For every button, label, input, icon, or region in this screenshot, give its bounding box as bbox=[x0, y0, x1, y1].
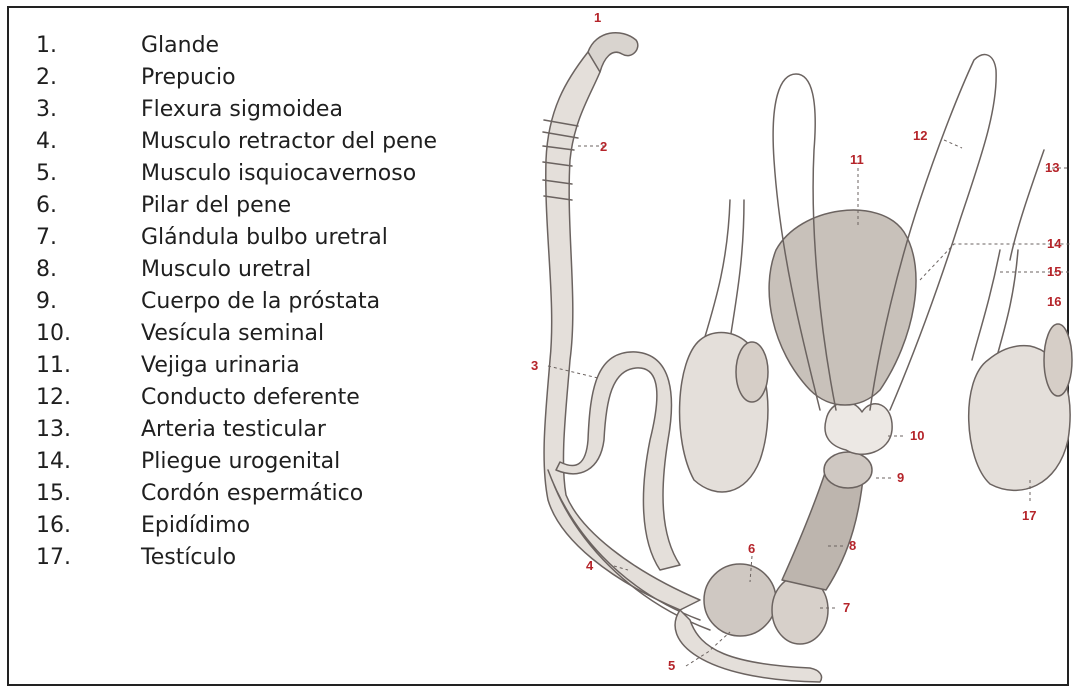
legend-item: 7. Glándula bulbo uretral bbox=[36, 222, 506, 254]
callout-2: 2 bbox=[600, 139, 607, 154]
callout-14: 14 bbox=[1047, 236, 1062, 251]
legend-number: 11. bbox=[36, 350, 71, 382]
legend-number: 10. bbox=[36, 318, 71, 350]
callout-9: 9 bbox=[897, 470, 904, 485]
legend-number: 12. bbox=[36, 382, 71, 414]
legend-number: 7. bbox=[36, 222, 57, 254]
callout-16: 16 bbox=[1047, 294, 1061, 309]
prostate-body-shape bbox=[824, 452, 872, 488]
callout-11: 11 bbox=[850, 152, 864, 167]
callout-6: 6 bbox=[748, 541, 755, 556]
legend-item: 1. Glande bbox=[36, 30, 506, 62]
leader-line-12 bbox=[944, 140, 962, 148]
legend-item: 16. Epidídimo bbox=[36, 510, 506, 542]
legend-number: 15. bbox=[36, 478, 71, 510]
legend-label: Flexura sigmoidea bbox=[141, 94, 343, 126]
callout-4: 4 bbox=[586, 558, 594, 573]
legend-number: 9. bbox=[36, 286, 57, 318]
urinary-bladder-shape bbox=[769, 210, 916, 405]
legend-item: 3. Flexura sigmoidea bbox=[36, 94, 506, 126]
legend-label: Pilar del pene bbox=[141, 190, 291, 222]
legend-number: 13. bbox=[36, 414, 71, 446]
legend-label: Musculo retractor del pene bbox=[141, 126, 437, 158]
legend-item: 4. Musculo retractor del pene bbox=[36, 126, 506, 158]
callout-5: 5 bbox=[668, 658, 675, 673]
anatomy-illustration: 1 2 3 4 5 6 7 8 9 10 11 12 13 14 15 16 1… bbox=[520, 6, 1079, 692]
callout-3: 3 bbox=[531, 358, 538, 373]
callout-1: 1 bbox=[594, 10, 601, 25]
legend-item: 11. Vejiga urinaria bbox=[36, 350, 506, 382]
legend-label: Conducto deferente bbox=[141, 382, 360, 414]
legend-label: Testículo bbox=[141, 542, 236, 574]
legend-list: 1.Glande 2.Prepucio 3.Flexura sigmoidea … bbox=[36, 30, 506, 574]
legend-label: Musculo isquiocavernoso bbox=[141, 158, 416, 190]
callout-12: 12 bbox=[913, 128, 927, 143]
legend-number: 3. bbox=[36, 94, 57, 126]
legend-label: Cordón espermático bbox=[141, 478, 363, 510]
legend-label: Epidídimo bbox=[141, 510, 250, 542]
legend-item: 12. Conducto deferente bbox=[36, 382, 506, 414]
legend-label: Pliegue urogenital bbox=[141, 446, 340, 478]
legend-label: Glande bbox=[141, 30, 219, 62]
callout-13: 13 bbox=[1045, 160, 1059, 175]
callout-10: 10 bbox=[910, 428, 924, 443]
legend-item: 6. Pilar del pene bbox=[36, 190, 506, 222]
legend-item: 14. Pliegue urogenital bbox=[36, 446, 506, 478]
legend-number: 5. bbox=[36, 158, 57, 190]
legend-label: Glándula bulbo uretral bbox=[141, 222, 388, 254]
callout-7: 7 bbox=[843, 600, 850, 615]
legend-number: 4. bbox=[36, 126, 57, 158]
penile-crus-shape bbox=[704, 564, 776, 636]
legend-item: 13. Arteria testicular bbox=[36, 414, 506, 446]
legend-label: Cuerpo de la próstata bbox=[141, 286, 380, 318]
legend-label: Prepucio bbox=[141, 62, 236, 94]
seminal-vesicle-shape bbox=[825, 402, 892, 454]
legend-item: 9. Cuerpo de la próstata bbox=[36, 286, 506, 318]
legend-number: 14. bbox=[36, 446, 71, 478]
legend-number: 17. bbox=[36, 542, 71, 574]
legend-number: 8. bbox=[36, 254, 57, 286]
legend-label: Arteria testicular bbox=[141, 414, 326, 446]
legend-number: 6. bbox=[36, 190, 57, 222]
left-spermatic-cord bbox=[704, 200, 744, 340]
legend-item: 8. Musculo uretral bbox=[36, 254, 506, 286]
legend-item: 2. Prepucio bbox=[36, 62, 506, 94]
legend-item: 15. Cordón espermático bbox=[36, 478, 506, 510]
left-epididymis-shape bbox=[736, 342, 768, 402]
callout-15: 15 bbox=[1047, 264, 1061, 279]
legend-label: Musculo uretral bbox=[141, 254, 311, 286]
legend-number: 2. bbox=[36, 62, 57, 94]
right-epididymis-shape bbox=[1044, 324, 1072, 396]
legend-number: 1. bbox=[36, 30, 57, 62]
legend-number: 16. bbox=[36, 510, 71, 542]
legend-label: Vejiga urinaria bbox=[141, 350, 300, 382]
callout-17: 17 bbox=[1022, 508, 1036, 523]
right-spermatic-cord bbox=[972, 250, 1018, 360]
legend-label: Vesícula seminal bbox=[141, 318, 324, 350]
legend-item: 5. Musculo isquiocavernoso bbox=[36, 158, 506, 190]
line-art bbox=[543, 33, 1072, 682]
legend-item: 17. Testículo bbox=[36, 542, 506, 574]
legend-item: 10. Vesícula seminal bbox=[36, 318, 506, 350]
callout-8: 8 bbox=[849, 538, 856, 553]
